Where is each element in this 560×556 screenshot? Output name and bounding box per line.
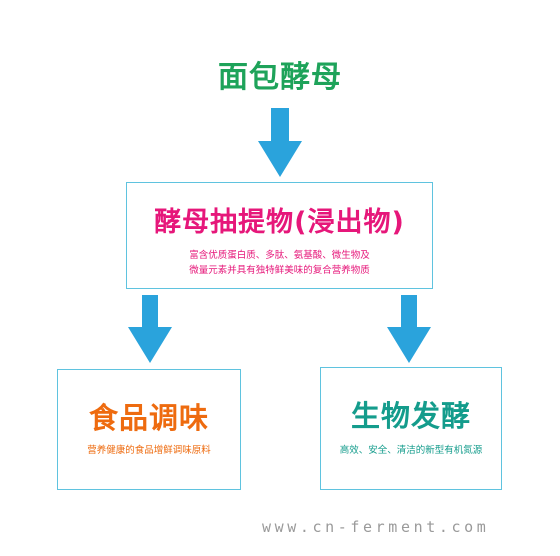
left-node-title: 食品调味 bbox=[88, 401, 209, 435]
right-node-description: 高效、安全、清洁的新型有机氮源 bbox=[339, 445, 483, 456]
middle-node-description: 富含优质蛋白质、多肽、氨基酸、微生物及 微量元素并具有独特鲜美味的复合营养物质 bbox=[126, 248, 433, 278]
left-node-box bbox=[57, 369, 241, 490]
arrow-middle-to-left bbox=[128, 295, 172, 363]
right-node-box bbox=[320, 367, 502, 490]
middle-node-box bbox=[126, 182, 433, 289]
arrow-top-to-middle bbox=[258, 108, 302, 177]
watermark-url: www.cn-ferment.com bbox=[262, 518, 490, 536]
middle-node-description-line2: 微量元素并具有独特鲜美味的复合营养物质 bbox=[189, 265, 370, 276]
left-node-description: 营养健康的食品增鲜调味原料 bbox=[87, 445, 211, 456]
middle-node-title: 酵母抽提物(浸出物) bbox=[154, 207, 405, 238]
middle-node-description-line1: 富含优质蛋白质、多肽、氨基酸、微生物及 bbox=[189, 250, 370, 261]
right-node-title: 生物发酵 bbox=[350, 399, 471, 433]
top-node-label: 面包酵母 bbox=[218, 60, 342, 95]
arrow-middle-to-right bbox=[387, 295, 431, 363]
